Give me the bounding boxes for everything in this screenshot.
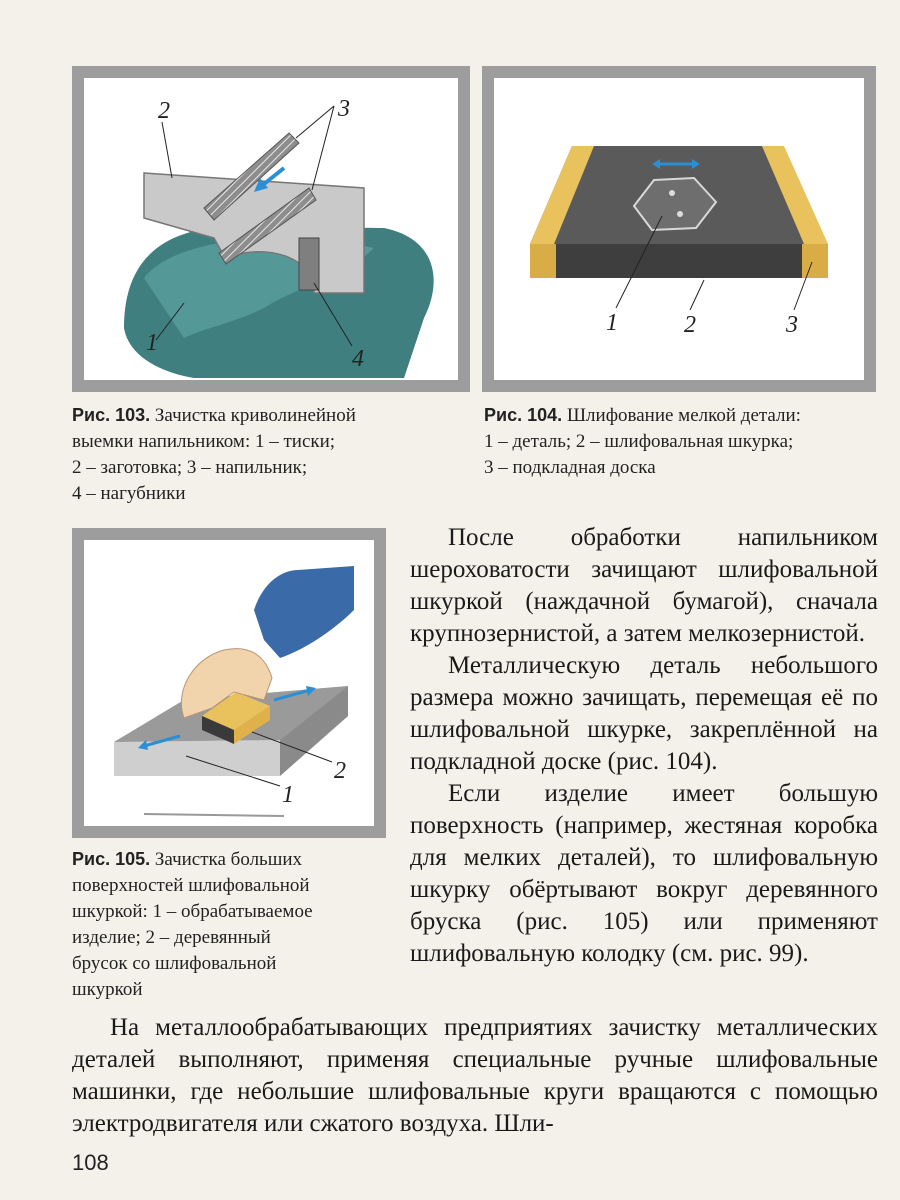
caption-line: выемки напильником: 1 – тиски; xyxy=(72,431,336,452)
fig103-label-1: 1 xyxy=(146,330,158,356)
figure-103: 1 2 3 4 xyxy=(72,66,470,392)
figure-105-illustration: 1 2 xyxy=(84,540,374,826)
caption-line: 2 – заготовка; 3 – напильник; xyxy=(72,457,308,478)
sleeve xyxy=(254,566,354,658)
caption-line: шкуркой: 1 – обрабатываемое xyxy=(72,901,313,922)
caption-line: изделие; 2 – деревянный xyxy=(72,927,271,948)
fig103-label-4: 4 xyxy=(352,346,364,372)
paragraph: Если изделие имеет большую поверхность (… xyxy=(410,780,878,967)
wood-edge-right xyxy=(762,146,828,244)
fig103-label-3: 3 xyxy=(337,96,350,122)
figure-104: 1 2 3 xyxy=(482,66,876,392)
caption-figure-number: Рис. 103. xyxy=(72,405,151,425)
wood-edge-left xyxy=(530,146,594,244)
board-front xyxy=(530,244,828,278)
figure-103-illustration: 1 2 3 4 xyxy=(84,78,458,380)
figure-103-caption: Рис. 103. Зачистка криволинейной выемки … xyxy=(72,402,472,507)
figure-104-caption: Рис. 104. Шлифование мелкой детали: 1 – … xyxy=(484,402,884,481)
caption-line: 3 – подкладная доска xyxy=(484,457,656,478)
caption-line: 4 – нагубники xyxy=(72,483,186,504)
fig104-label-3: 3 xyxy=(785,312,798,338)
jaw-pad xyxy=(298,237,320,291)
file-lower xyxy=(218,187,317,265)
figure-105: 1 2 xyxy=(72,528,386,838)
motion-arrow xyxy=(143,734,181,748)
paragraph: На металлообрабатывающих предприятиях за… xyxy=(72,1014,878,1137)
fig105-label-1: 1 xyxy=(282,782,294,808)
page-number: 108 xyxy=(72,1150,109,1175)
paragraph: Металлическую деталь небольшого размера … xyxy=(410,652,878,775)
caption-line: шкуркой xyxy=(72,979,143,1000)
caption-line: Шлифование мелкой детали: xyxy=(566,405,801,426)
body-text-column: После обработки напильником шероховатост… xyxy=(410,522,878,970)
figure-104-illustration: 1 2 3 xyxy=(494,78,864,380)
caption-line: брусок со шлифовальной xyxy=(72,953,277,974)
figure-105-caption: Рис. 105. Зачистка больших поверхностей … xyxy=(72,846,390,1003)
fig103-label-2: 2 xyxy=(158,98,170,124)
caption-line: Зачистка больших xyxy=(154,849,303,870)
small-part xyxy=(632,176,718,232)
paragraph: После обработки напильником шероховатост… xyxy=(410,524,878,647)
hand xyxy=(180,648,273,719)
caption-line: поверхностей шлифовальной xyxy=(72,875,310,896)
fig104-label-2: 2 xyxy=(684,312,696,338)
file-upper xyxy=(203,132,300,221)
caption-line: Зачистка криволинейной xyxy=(154,405,356,426)
fig105-label-2: 2 xyxy=(334,758,346,784)
wooden-block xyxy=(202,692,270,730)
body-text-full: На металлообрабатывающих предприятиях за… xyxy=(72,1012,878,1140)
fig104-label-1: 1 xyxy=(606,310,618,336)
caption-figure-number: Рис. 105. xyxy=(72,849,151,869)
caption-line: 1 – деталь; 2 – шлифовальная шкурка; xyxy=(484,431,794,452)
caption-figure-number: Рис. 104. xyxy=(484,405,563,425)
